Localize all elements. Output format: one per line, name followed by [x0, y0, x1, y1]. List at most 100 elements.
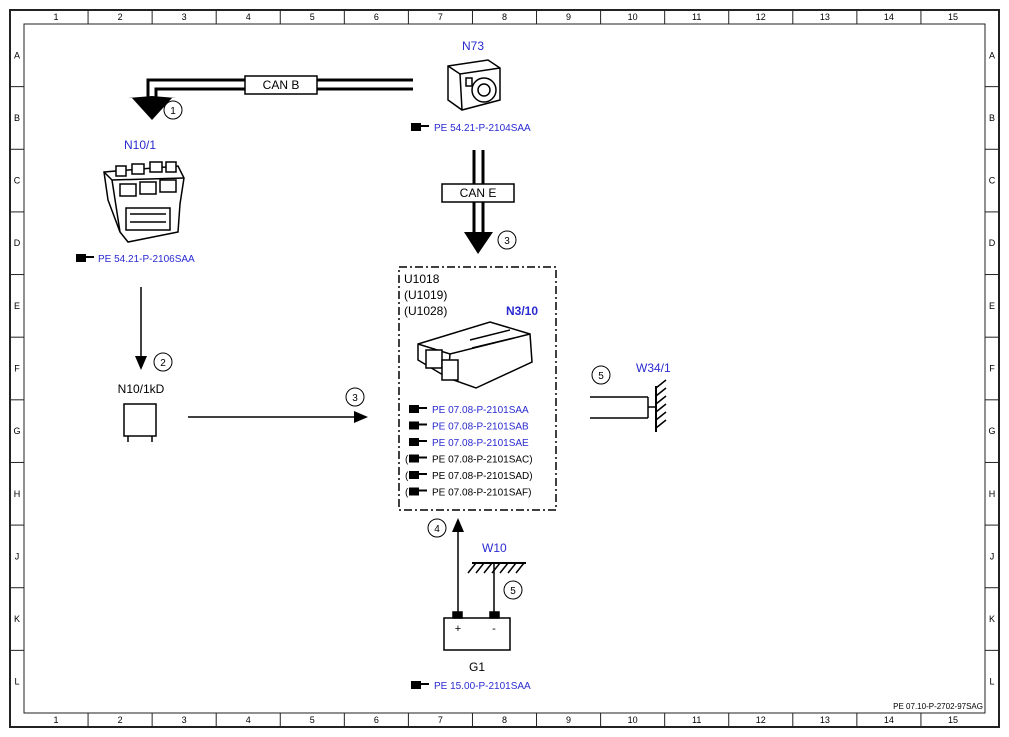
grid-col-label: 6 [374, 12, 379, 22]
n3-10-ref-item[interactable]: (PE 07.08-P-2101SAD) [405, 471, 533, 482]
n3-10-ref-item[interactable]: (PE 07.08-P-2101SAF) [405, 487, 532, 499]
grid-col-label: 13 [820, 12, 830, 22]
grid-col-label: 8 [502, 715, 507, 725]
grid-row-label: A [14, 50, 20, 60]
grid-col-label: 10 [628, 715, 638, 725]
g1-label: G1 [469, 660, 485, 674]
relay-to-ecu-arrow [188, 411, 368, 423]
n10-1kd-relay[interactable]: N10/1kD [118, 382, 165, 442]
grid-col-label: 4 [246, 12, 251, 22]
svg-text:3: 3 [352, 393, 358, 404]
grid-col-label: 5 [310, 12, 315, 22]
grid-col-label: 1 [54, 715, 59, 725]
marker-4: 4 [427, 518, 447, 538]
grid-row-label: L [14, 677, 19, 687]
grid-col-label: 12 [756, 715, 766, 725]
grid-col-label: 14 [884, 12, 894, 22]
marker-5-bottom: 5 [503, 580, 523, 600]
svg-text:3: 3 [504, 236, 510, 247]
n3-10-ref-item[interactable]: PE 07.08-P-2101SAB [409, 421, 529, 433]
grid-col-label: 7 [438, 715, 443, 725]
grid-col-label: 11 [692, 12, 701, 22]
grid-row-label: C [989, 176, 996, 186]
ref-text: PE 07.08-P-2101SAA [432, 405, 529, 416]
grid-col-label: 14 [884, 715, 894, 725]
marker-3-left: 3 [345, 387, 365, 407]
n3-10-ref-item[interactable]: PE 07.08-P-2101SAA [409, 405, 529, 416]
battery-plus: + [455, 623, 461, 635]
grid-row-label: D [14, 238, 21, 248]
pointing-hand-icon [409, 487, 427, 496]
fuse-relay-module-icon [103, 161, 185, 243]
svg-text:1: 1 [170, 106, 176, 117]
battery-to-ecu-arrow [452, 518, 464, 612]
n10-1-ref[interactable]: PE 54.21-P-2106SAA [76, 254, 195, 265]
grid-col-label: 5 [310, 715, 315, 725]
can-b-link: CAN B [128, 75, 413, 120]
svg-text:PE 54.21-P-2106SAA: PE 54.21-P-2106SAA [98, 254, 195, 265]
grid-col-label: 2 [118, 12, 123, 22]
relay-icon [123, 403, 157, 442]
n3-10-component[interactable]: U1018 (U1019) (U1028) N3/10 PE 07.08-P-2… [398, 266, 557, 511]
ref-paren: ( [405, 488, 409, 499]
marker-2: 2 [153, 352, 173, 372]
grid-row-label: J [15, 551, 20, 561]
grid-col-label: 8 [502, 12, 507, 22]
svg-text:PE 15.00-P-2101SAA: PE 15.00-P-2101SAA [434, 681, 531, 692]
grid-col-label: 3 [182, 715, 187, 725]
pointing-hand-icon [411, 123, 429, 131]
grid-row-label: B [14, 113, 20, 123]
ecu-icon [417, 321, 533, 389]
ground-symbol-icon [590, 379, 667, 432]
w34-1-label: W34/1 [636, 361, 671, 375]
grid-col-label: 10 [628, 12, 638, 22]
grid-row-label: K [989, 614, 995, 624]
marker-5-right: 5 [591, 365, 611, 385]
grid-col-label: 3 [182, 12, 187, 22]
ref-text: PE 07.08-P-2101SAE [432, 438, 529, 449]
svg-text:5: 5 [510, 586, 516, 597]
grid-col-label: 9 [566, 715, 571, 725]
grid-col-label: 6 [374, 715, 379, 725]
n3-10-ref-item[interactable]: (PE 07.08-P-2101SAC) [405, 454, 533, 466]
g1-ref[interactable]: PE 15.00-P-2101SAA [411, 681, 531, 692]
w34-1-ground[interactable]: W34/1 [590, 361, 671, 432]
n73-ref[interactable]: PE 54.21-P-2104SAA [411, 123, 531, 134]
pointing-hand-icon [409, 421, 427, 430]
g1-battery[interactable]: + - G1 [443, 611, 511, 674]
ref-text: PE 07.08-P-2101SAC) [432, 455, 533, 466]
n3-10-boundary [398, 266, 557, 511]
w10-ground[interactable]: W10 [467, 541, 526, 612]
grid-row-label: J [990, 551, 995, 561]
grid-row-label: K [14, 614, 20, 624]
svg-text:2: 2 [160, 358, 166, 369]
variant-u1028: (U1028) [404, 304, 447, 318]
grid-col-label: 12 [756, 12, 766, 22]
marker-3-top: 3 [497, 230, 517, 250]
battery-icon [443, 611, 511, 651]
grid-col-label: 7 [438, 12, 443, 22]
grid-row-label: H [14, 489, 21, 499]
w10-label: W10 [482, 541, 507, 555]
pointing-hand-icon [409, 405, 427, 413]
camera-icon [447, 59, 501, 111]
grid-row-label: A [989, 50, 995, 60]
n3-10-label: N3/10 [506, 304, 538, 318]
variant-u1019: (U1019) [404, 288, 447, 302]
pointing-hand-icon [411, 681, 429, 689]
ref-text: PE 07.08-P-2101SAD) [432, 471, 533, 482]
n73-component[interactable]: N73 [447, 39, 501, 111]
grid-row-label: F [989, 364, 995, 374]
grid-row-label: G [988, 426, 995, 436]
n3-10-ref-item[interactable]: PE 07.08-P-2101SAE [409, 438, 529, 449]
n10-1-label: N10/1 [124, 138, 156, 152]
grid-col-label: 2 [118, 715, 123, 725]
battery-minus: - [492, 623, 496, 635]
svg-text:5: 5 [598, 371, 604, 382]
grid-row-label: H [989, 489, 996, 499]
grid-row-label: E [14, 301, 20, 311]
grid-row-label: F [14, 364, 20, 374]
svg-text:4: 4 [434, 524, 440, 535]
n10-1-component[interactable]: N10/1 [103, 138, 185, 243]
